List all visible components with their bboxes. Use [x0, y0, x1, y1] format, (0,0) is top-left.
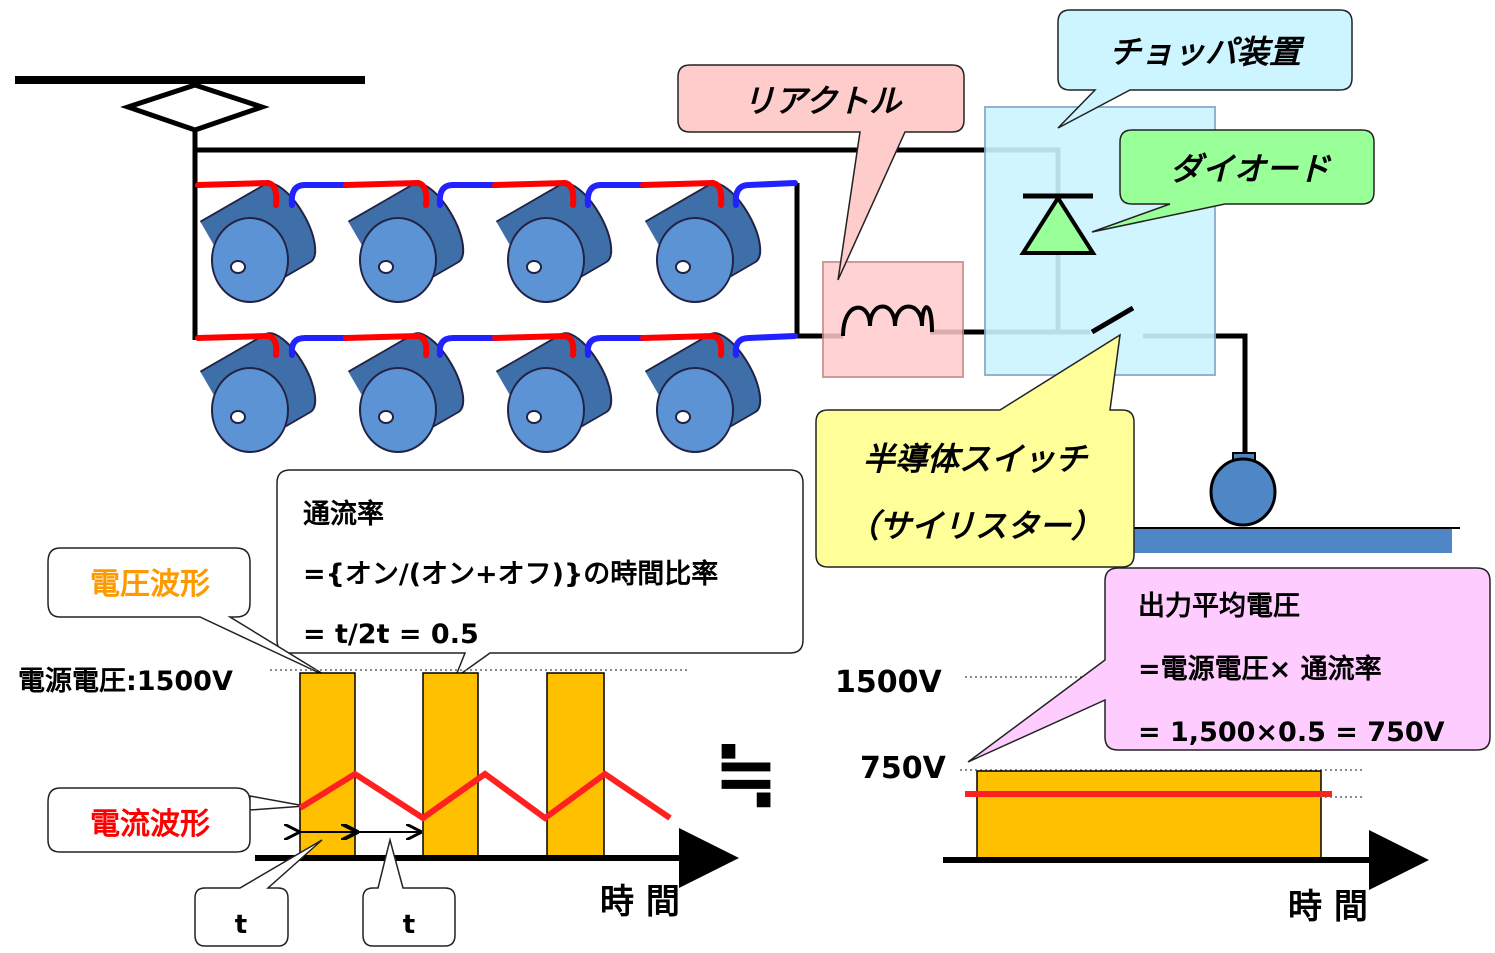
wheel-icon [1209, 457, 1277, 527]
duty-title: 通流率 [303, 498, 384, 530]
t-callout-right [362, 837, 456, 947]
switch-label-2: （サイリスター） [847, 507, 1103, 545]
diode-callout [1091, 129, 1375, 233]
current-waveform-line [298, 770, 672, 822]
voltage-pulse [546, 672, 605, 859]
switch-callout [815, 333, 1135, 568]
avg-formula: =電源電圧× 通流率 [1138, 653, 1382, 685]
pantograph-icon [120, 82, 270, 133]
t-label-left: t [235, 910, 247, 940]
t-label-right: t [403, 910, 415, 940]
voltage-wave-callout [47, 547, 329, 678]
avg-value: = 1,500×0.5 = 750V [1138, 717, 1445, 748]
duty-formula: ={オン/(オン+オフ)}の時間比率 [303, 558, 718, 590]
duty-callout [276, 469, 804, 681]
time-label-left: 時 間 [600, 882, 680, 922]
inductor-icon [841, 304, 934, 337]
reactor-callout [677, 64, 965, 281]
diode-icon [1019, 194, 1097, 255]
motor-icon [644, 182, 762, 303]
supply-voltage-label: 電源電圧:1500V [18, 666, 233, 697]
voltage-pulse [422, 672, 479, 859]
motor-row-bottom [199, 332, 762, 453]
rail [1102, 528, 1452, 553]
t-callout-left [194, 839, 323, 947]
v750-label: 750V [860, 751, 947, 786]
avg-title: 出力平均電圧 [1138, 591, 1300, 622]
motor-icon [495, 182, 613, 303]
motor-icon [495, 332, 613, 453]
v1500-label: 1500V [835, 665, 942, 700]
chopper-label: チョッパ装置 [1109, 33, 1305, 71]
average-voltage-callout [967, 567, 1491, 763]
switch-icon [1090, 305, 1135, 335]
current-wave-callout [47, 787, 306, 853]
diode-label: ダイオード [1170, 150, 1332, 188]
motor-row-top [199, 182, 762, 303]
motor-icon [347, 182, 465, 303]
motor-wiring [195, 179, 798, 358]
switch-label-1: 半導体スイッチ [863, 440, 1089, 478]
motor-icon [199, 182, 317, 303]
duty-value: = t/2t = 0.5 [303, 619, 479, 650]
average-voltage-bar [976, 770, 1322, 860]
current-wave-label: 電流波形 [90, 807, 210, 842]
motor-icon [644, 332, 762, 453]
voltage-pulse [299, 672, 356, 859]
approx-symbol: ≒ [713, 729, 778, 819]
voltage-wave-label: 電圧波形 [90, 567, 210, 602]
motor-icon [347, 332, 465, 453]
chopper-callout [1057, 9, 1353, 129]
reactor-label: リアクトル [743, 82, 903, 120]
time-label-right: 時 間 [1288, 887, 1368, 927]
motor-icon [199, 332, 317, 453]
